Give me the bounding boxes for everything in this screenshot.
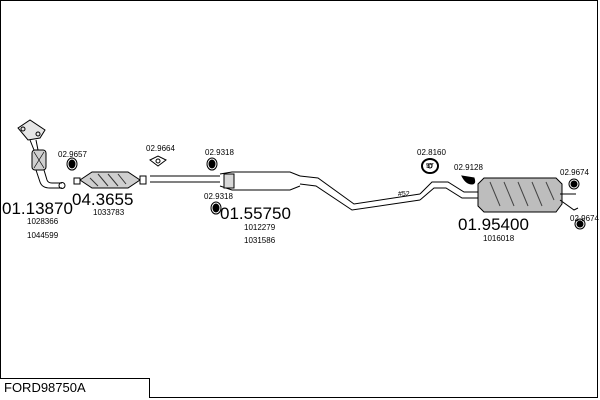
label-02-9318-upper: 02.9318 [205, 148, 234, 157]
part-code-catalyst: 04.3655 [72, 190, 133, 209]
oem-front-pipe-2: 1044599 [27, 231, 59, 240]
oem-middle-pipe-2: 1031586 [244, 236, 276, 245]
label-02-9128: 02.9128 [454, 163, 483, 172]
catalyst-drawing[interactable] [73, 171, 147, 189]
front-pipe-drawing[interactable] [17, 119, 66, 189]
oem-middle-pipe-1: 1012279 [244, 223, 276, 232]
hanger-8160-icon[interactable] [421, 158, 439, 174]
mark-52-label: #52 [398, 191, 410, 198]
label-02-8160: 02.8160 [417, 148, 446, 157]
reference-label: FORD98750A [4, 380, 86, 395]
part-code-front-pipe: 01.13870 [2, 199, 73, 218]
label-02-9318-lower: 02.9318 [204, 192, 233, 201]
rear-pipe-drawing[interactable] [419, 181, 480, 201]
hanger-9674-upper-icon[interactable] [568, 178, 580, 190]
part-code-middle-pipe: 01.55750 [220, 204, 291, 223]
clamp-9657-icon[interactable] [66, 157, 78, 171]
mark-57-label: 57 [426, 163, 434, 170]
part-code-rear-silencer: 01.95400 [458, 215, 529, 234]
hanger-9674-lower-icon[interactable] [574, 218, 586, 230]
label-02-9657: 02.9657 [58, 150, 87, 159]
oem-rear-silencer-1: 1016018 [483, 234, 515, 243]
rear-silencer-drawing[interactable] [477, 177, 579, 213]
oem-front-pipe-1: 1028366 [27, 217, 59, 226]
clamp-9318-lower-icon[interactable] [210, 201, 222, 215]
label-02-9674-lower: 02.9674 [570, 214, 599, 223]
label-02-9664: 02.9664 [146, 144, 175, 153]
reference-box: FORD98750A [0, 378, 150, 398]
label-02-9674-upper: 02.9674 [560, 168, 589, 177]
middle-pipe-drawing[interactable] [150, 171, 421, 211]
oem-catalyst-1: 1033783 [93, 208, 125, 217]
mount-9128-icon[interactable] [461, 175, 476, 185]
gasket-9664-icon[interactable] [149, 155, 167, 167]
clamp-9318-upper-icon[interactable] [206, 157, 218, 171]
